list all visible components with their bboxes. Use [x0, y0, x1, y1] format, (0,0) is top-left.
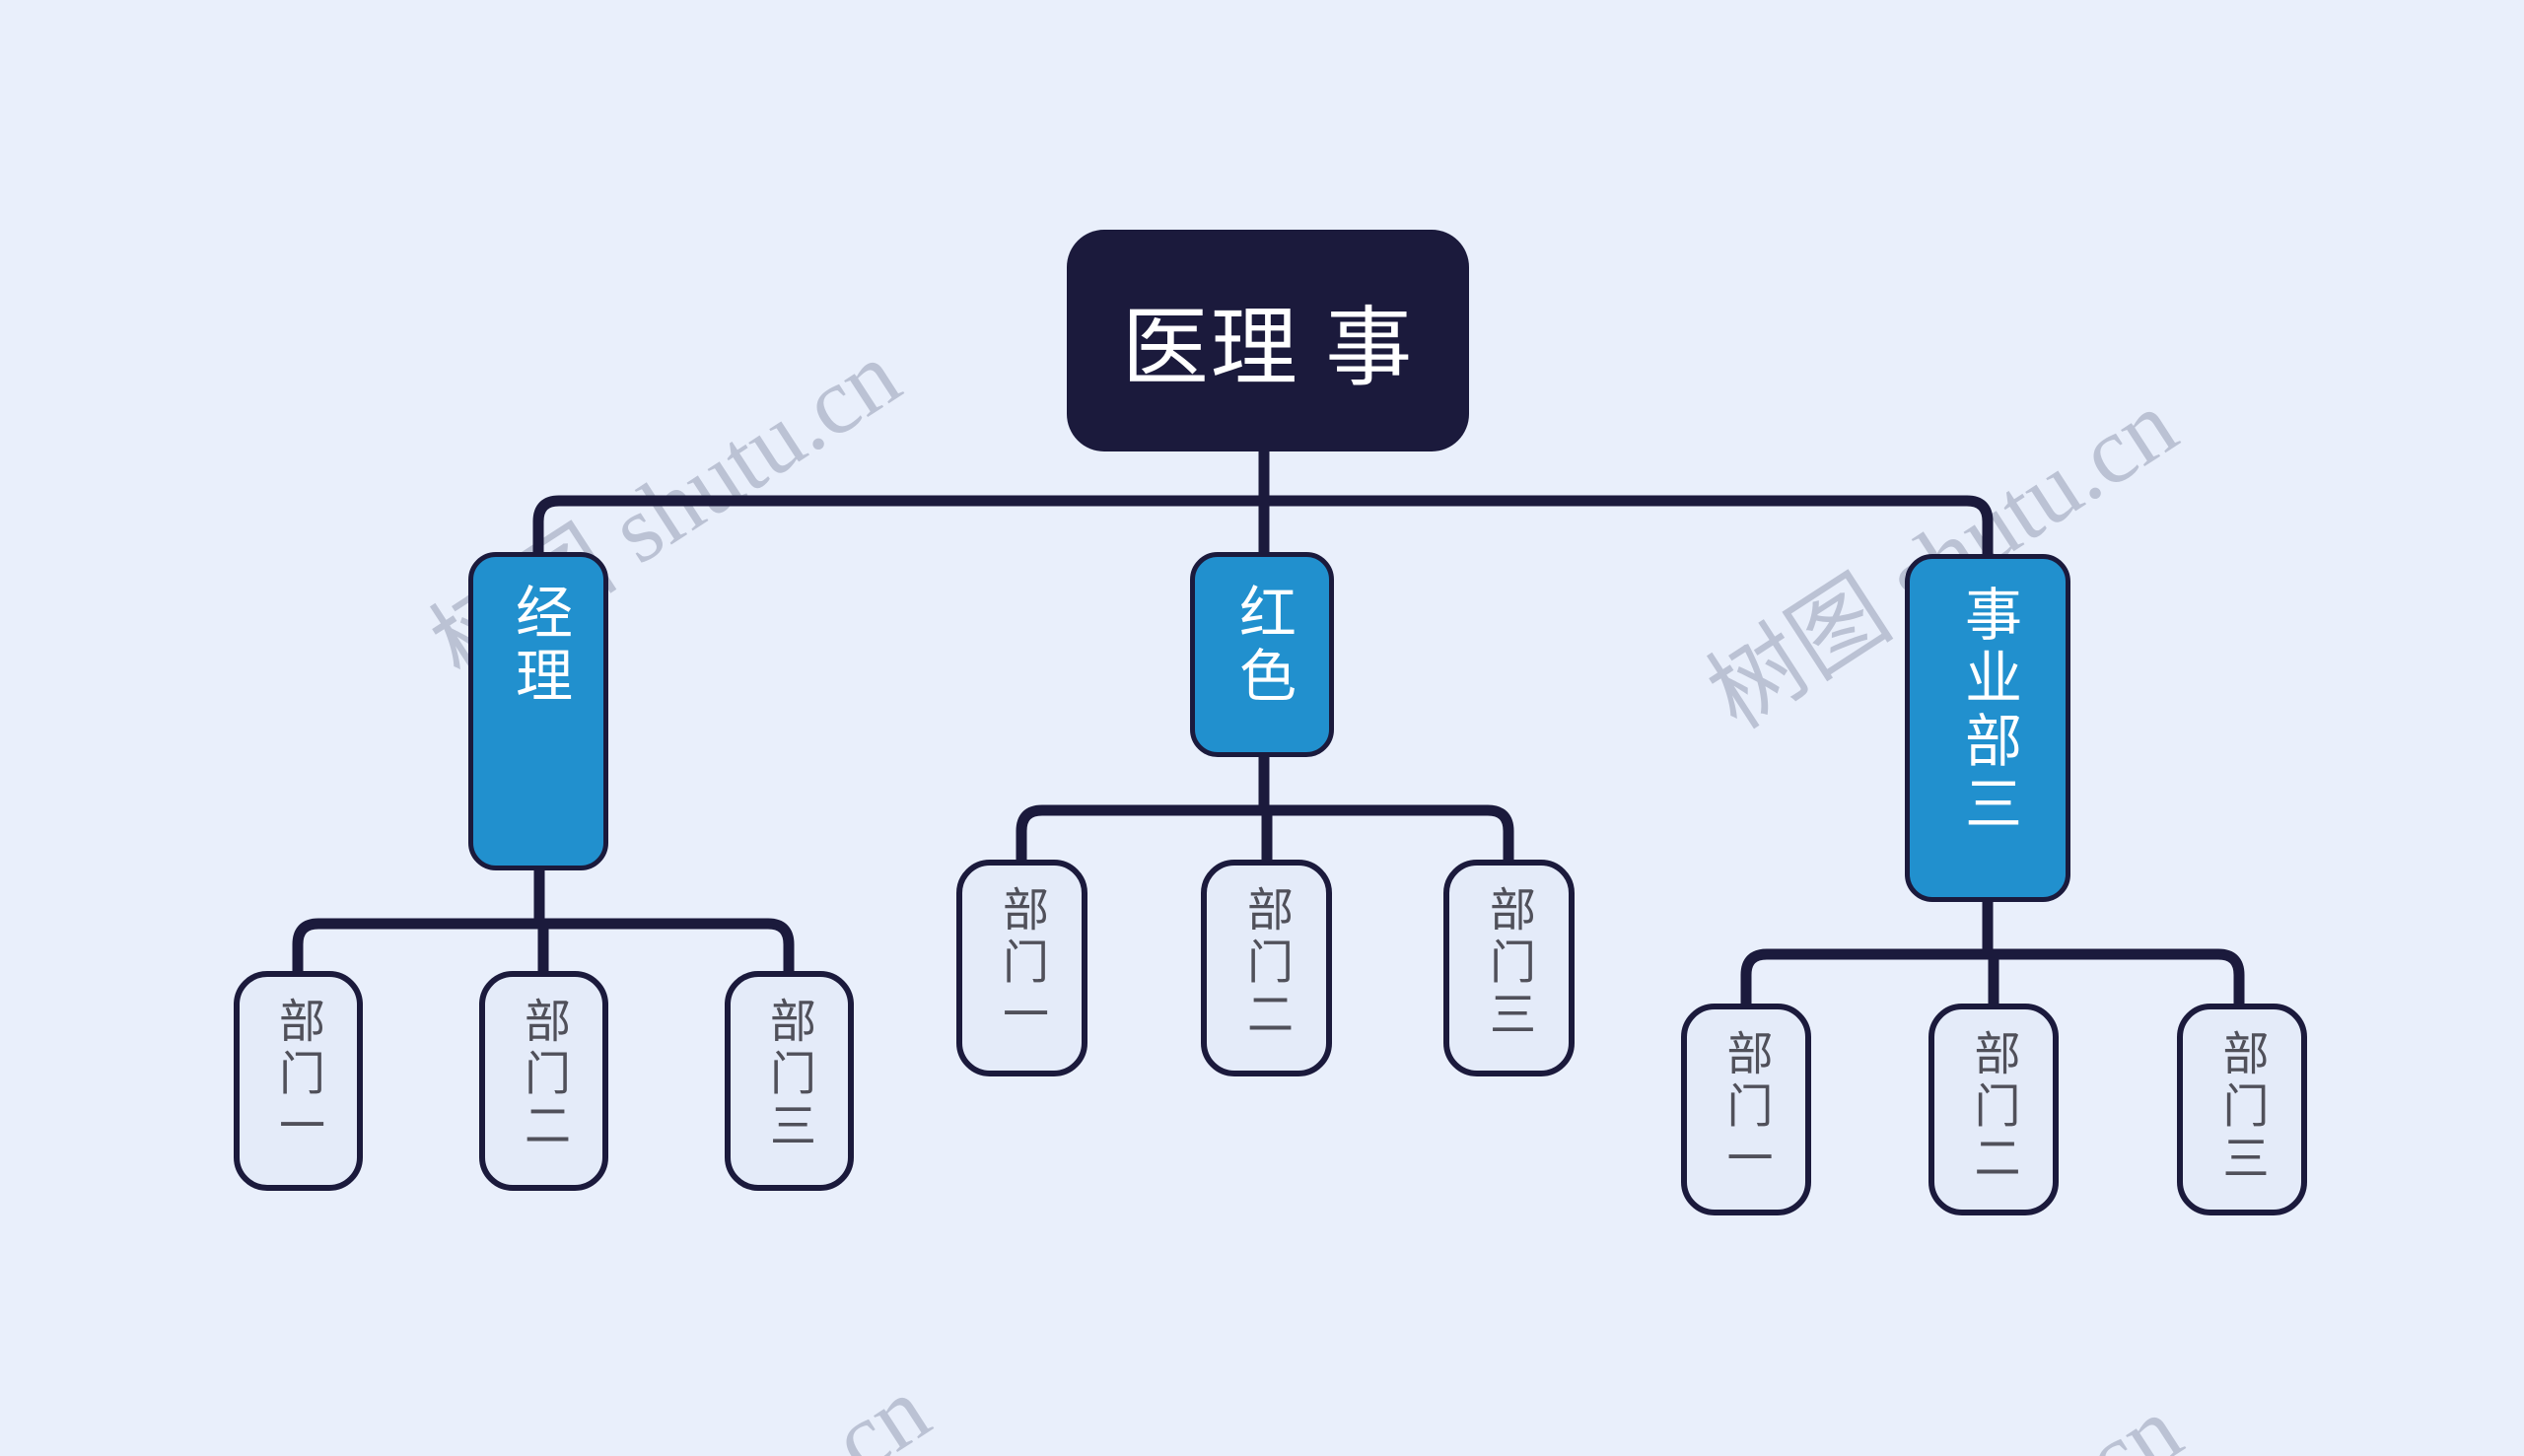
node-leaf-dept-2[interactable]: 部门二 — [479, 971, 608, 1191]
connector-branch-1-bus — [1016, 751, 1514, 864]
node-leaf-label: 部门一 — [272, 997, 324, 1153]
node-branch-manager[interactable]: 经理 — [468, 552, 608, 870]
node-leaf-dept-2[interactable]: 部门二 — [1201, 860, 1332, 1076]
node-leaf-label: 部门三 — [763, 997, 815, 1153]
node-leaf-dept-2[interactable]: 部门二 — [1928, 1004, 2059, 1215]
node-branch-red[interactable]: 红色 — [1190, 552, 1334, 757]
connector-branch-0-bus — [292, 865, 795, 975]
node-leaf-dept-1[interactable]: 部门一 — [1681, 1004, 1811, 1215]
connector-branch-2-bus — [1740, 896, 2245, 1007]
node-branch-division-three[interactable]: 事业部三 — [1905, 554, 2070, 902]
node-leaf-dept-3[interactable]: 部门三 — [2177, 1004, 2307, 1215]
node-branch-label: 事业部三 — [1956, 585, 2020, 837]
node-leaf-label: 部门三 — [1483, 885, 1535, 1042]
node-root[interactable]: 医理 事 — [1067, 230, 1469, 451]
node-leaf-dept-1[interactable]: 部门一 — [956, 860, 1087, 1076]
connector-root-bus — [532, 495, 1994, 558]
node-root-label: 医理 事 — [1121, 299, 1415, 396]
node-leaf-dept-3[interactable]: 部门三 — [1443, 860, 1575, 1076]
node-leaf-label: 部门一 — [996, 885, 1048, 1042]
node-leaf-label: 部门一 — [1719, 1029, 1773, 1186]
node-leaf-label: 部门二 — [1240, 885, 1293, 1042]
node-leaf-label: 部门二 — [1967, 1029, 2020, 1186]
node-leaf-label: 部门二 — [518, 997, 570, 1153]
node-branch-label: 经理 — [507, 583, 571, 709]
node-leaf-dept-1[interactable]: 部门一 — [234, 971, 363, 1191]
node-leaf-label: 部门三 — [2215, 1029, 2269, 1186]
node-branch-label: 红色 — [1230, 583, 1295, 709]
node-leaf-dept-3[interactable]: 部门三 — [725, 971, 854, 1191]
